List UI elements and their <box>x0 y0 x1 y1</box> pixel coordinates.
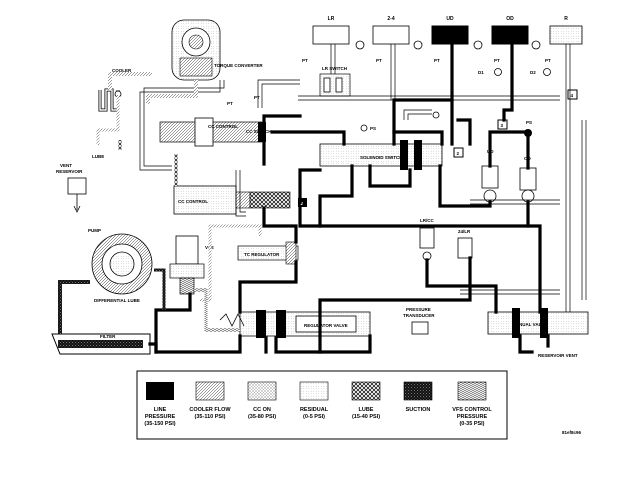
label-cc-control-top: CC CONTROL <box>208 124 238 129</box>
regulator-valve: REGULATOR VALVE <box>219 310 371 338</box>
label-lr: LR <box>328 16 335 22</box>
pressure-switch-icons <box>355 40 551 76</box>
label-solenoid-switch: SOLENOID SWITCH <box>360 155 403 160</box>
legend: LINE PRESSURE (35-150 PSI) COOLER FLOW (… <box>136 370 508 440</box>
svg-text:PRESSURE: PRESSURE <box>145 414 176 420</box>
marker-3: 3 <box>501 123 504 128</box>
legend-item-lube: LUBE (15-40 PSI) <box>351 381 381 420</box>
cooler: COOLER LUBE <box>92 68 132 159</box>
label-ps-2: PS <box>526 120 532 125</box>
svg-text:(35-150 PSI): (35-150 PSI) <box>144 421 175 427</box>
svg-text:COOLER FLOW: COOLER FLOW <box>189 407 231 413</box>
label-torque-converter: TORQUE CONVERTER <box>214 63 263 68</box>
svg-text:(0-35 PSI): (0-35 PSI) <box>459 421 484 427</box>
pump: PUMP DIFFERENTIAL LUBE <box>88 228 153 303</box>
label-pt-7: PT <box>227 101 233 106</box>
legend-item-vfs: VFS CONTROL PRESSURE (0-35 PSI) <box>452 381 492 427</box>
twofour-lr-solenoid: 24/LR <box>457 229 473 259</box>
marker-4: 4 <box>571 93 574 98</box>
svg-text:LINE: LINE <box>154 407 167 413</box>
label-pressure-transducer-1: PRESSURE <box>406 307 431 312</box>
manual-valve: MANUAL VALVE RESERVOIR VENT <box>487 308 589 358</box>
label-manual-valve: MANUAL VALVE <box>512 322 547 327</box>
label-2-4: 2-4 <box>387 16 394 22</box>
label-filter: FILTER <box>100 334 116 339</box>
od-solenoid-mid: OD <box>519 156 537 203</box>
legend-item-line: LINE PRESSURE (35-150 PSI) <box>144 382 176 427</box>
label-vent-reservoir-2: RESERVOIR <box>56 169 83 174</box>
suction-circuit <box>58 268 166 334</box>
label-cc-control: CC CONTROL <box>178 199 208 204</box>
svg-text:(35-80 PSI): (35-80 PSI) <box>248 414 276 420</box>
label-pt-6: PT <box>254 95 260 100</box>
legend-item-residual: RESIDUAL (0-5 PSI) <box>299 381 329 420</box>
lrcc-solenoid: LR/CC <box>419 218 434 261</box>
svg-text:VFS CONTROL: VFS CONTROL <box>452 407 492 413</box>
svg-text:RESIDUAL: RESIDUAL <box>300 407 329 413</box>
label-ud-top: UD <box>446 16 454 22</box>
label-regulator-valve: REGULATOR VALVE <box>304 323 348 328</box>
label-pt-4: PT <box>494 58 500 63</box>
svg-text:CC ON: CC ON <box>253 407 271 413</box>
label-pump: PUMP <box>88 228 101 233</box>
vent-reservoir: VENT RESERVOIR <box>56 163 87 213</box>
vfs-control-circuit <box>194 288 240 332</box>
legend-item-ccon: CC ON (35-80 PSI) <box>247 381 277 420</box>
pressure-transducer: PRESSURE TRANSDUCER <box>403 307 435 335</box>
lube-circuit <box>118 140 178 186</box>
clutch-r-box: R <box>549 16 583 45</box>
svg-text:LUBE: LUBE <box>359 407 374 413</box>
label-r: R <box>564 16 568 22</box>
label-vent-reservoir-1: VENT <box>60 163 72 168</box>
svg-text:(15-40 PSI): (15-40 PSI) <box>352 414 380 420</box>
legend-item-cooler: COOLER FLOW (35-110 PSI) <box>189 381 231 420</box>
svg-text:(35-110 PSI): (35-110 PSI) <box>195 414 226 420</box>
solenoid-switch-valve: SOLENOID SWITCH <box>319 140 443 170</box>
marker-2-b: 2 <box>301 201 304 206</box>
tc-regulator-valve: TC REGULATOR <box>237 241 299 265</box>
label-twofour-lr: 24/LR <box>458 229 471 234</box>
label-reservoir-vent: RESERVOIR VENT <box>538 353 578 358</box>
vfs-solenoid: VFS <box>169 235 214 295</box>
label-lube: LUBE <box>92 154 104 159</box>
figure-id: 81ef8c96 <box>562 430 582 435</box>
label-pt-3: PT <box>434 58 440 63</box>
legend-item-suction: SUCTION <box>403 381 433 413</box>
lr-switch-valve: LR SWITCH <box>319 66 351 97</box>
label-d2: D2 <box>530 70 536 75</box>
numbered-markers: 2 3 4 2 <box>298 89 578 207</box>
residual-circuit <box>139 44 587 312</box>
label-ps-1: PS <box>370 126 376 131</box>
label-pt-5: PT <box>545 58 551 63</box>
filter: FILTER <box>51 333 151 355</box>
label-differential-lube: DIFFERENTIAL LUBE <box>94 298 140 303</box>
label-tc-regulator: TC REGULATOR <box>244 252 280 257</box>
clutch-2-4-box: 2-4 <box>372 16 410 45</box>
label-pt-1: PT <box>302 58 308 63</box>
marker-2-a: 2 <box>457 151 460 156</box>
label-cc-switch: CC SWITCH <box>246 129 272 134</box>
label-pt-2: PT <box>376 58 382 63</box>
label-cooler: COOLER <box>112 68 132 73</box>
svg-text:(0-5 PSI): (0-5 PSI) <box>303 414 325 420</box>
clutch-lr-box: LR <box>312 16 350 45</box>
label-lr-switch: LR SWITCH <box>322 66 347 71</box>
label-lrcc: LR/CC <box>420 218 434 223</box>
label-od-top: OD <box>506 16 514 22</box>
svg-text:SUCTION: SUCTION <box>406 407 431 413</box>
clutch-ud-box: UD <box>431 16 469 45</box>
label-d1: D1 <box>478 70 484 75</box>
svg-text:PRESSURE: PRESSURE <box>457 414 488 420</box>
torque-converter: TORQUE CONVERTER <box>171 19 263 81</box>
label-pressure-transducer-2: TRANSDUCER <box>403 313 435 318</box>
clutch-od-box: OD <box>491 16 529 45</box>
